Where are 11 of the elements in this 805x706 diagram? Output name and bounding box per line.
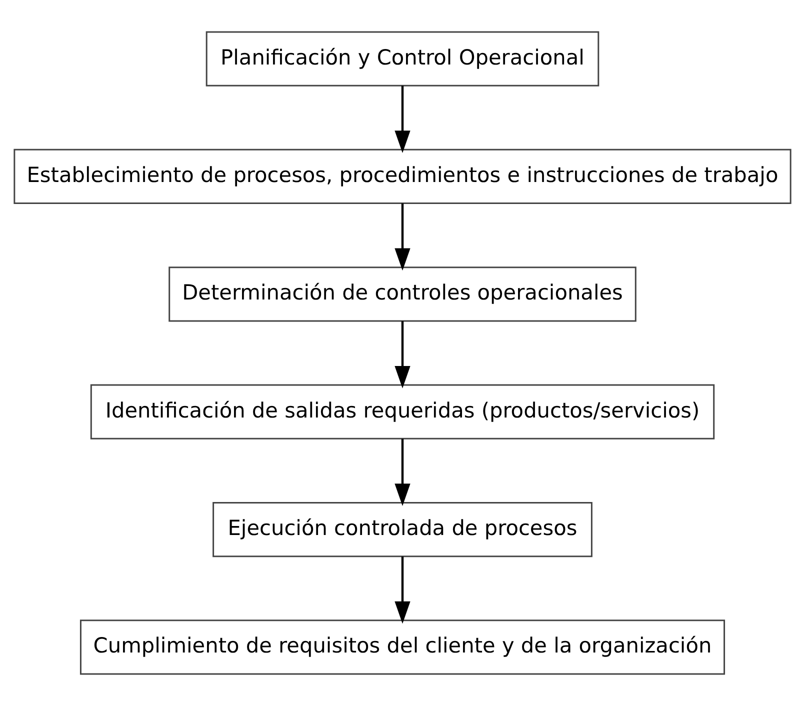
node-box: Ejecución controlada de procesos [212, 502, 592, 558]
arrow [394, 86, 410, 153]
node-box: Identificación de salidas requeridas (productos/servicios) [90, 384, 715, 440]
node-box: Planificación y Control Operacional [206, 31, 600, 86]
arrow [394, 203, 410, 271]
arrow [394, 321, 410, 388]
arrow [394, 556, 410, 624]
arrow [394, 438, 410, 506]
node-box: Establecimiento de procesos, procedimientos e instrucciones de trabajo [14, 148, 792, 204]
node-box: Determinación de controles operacionales [168, 266, 636, 322]
node-box: Cumplimiento de requisitos del cliente y de la organización [80, 620, 726, 675]
